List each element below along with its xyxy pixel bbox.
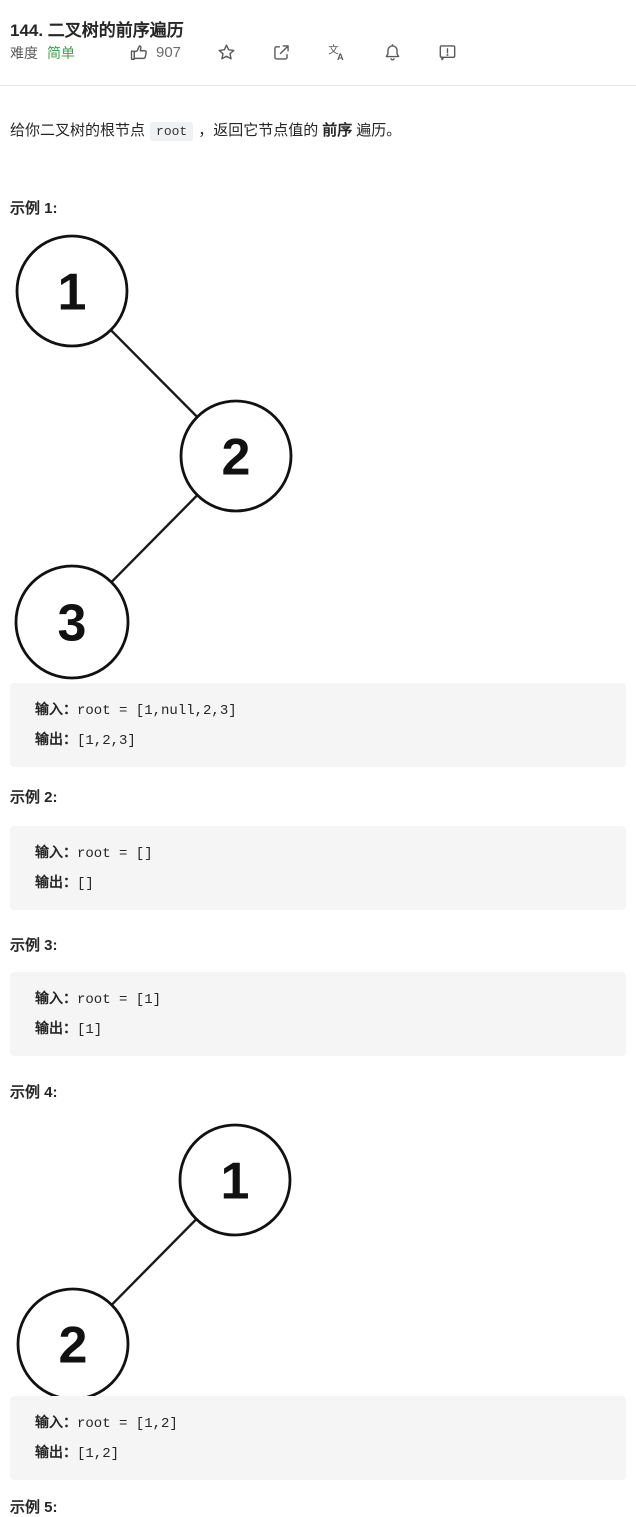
example-5-heading: 示例 5: xyxy=(10,1499,58,1516)
example-4-output-line: 输出：[1,2] xyxy=(35,1438,626,1468)
input-label: 输入： xyxy=(35,990,77,1006)
translate-button[interactable]: 文 A xyxy=(326,40,347,64)
output-value: [1] xyxy=(77,1022,103,1038)
example-3-input-line: 输入：root = [1] xyxy=(35,984,626,1014)
difficulty-badge: 简单 xyxy=(47,45,75,61)
notification-button[interactable] xyxy=(382,40,403,64)
header-divider xyxy=(0,85,636,86)
difficulty-label: 难度 xyxy=(10,45,38,61)
like-button[interactable]: 907 xyxy=(128,40,181,64)
example-3-output-line: 输出：[1] xyxy=(35,1014,626,1044)
input-label: 输入： xyxy=(35,844,77,860)
description-text-2: ，返回它节点值的 xyxy=(198,122,319,139)
output-value: [] xyxy=(77,876,94,892)
feedback-icon xyxy=(437,42,458,63)
output-label: 输出： xyxy=(35,731,77,747)
feedback-button[interactable] xyxy=(437,40,458,64)
svg-text:2: 2 xyxy=(222,429,251,487)
example-1-output-line: 输出：[1,2,3] xyxy=(35,725,626,755)
example-4-io-block: 输入：root = [1,2] 输出：[1,2] xyxy=(10,1396,626,1480)
share-icon xyxy=(271,42,292,63)
favorite-button[interactable] xyxy=(216,40,237,64)
example-2-input-line: 输入：root = [] xyxy=(35,838,626,868)
example-1-heading: 示例 1: xyxy=(10,200,58,217)
output-label: 输出： xyxy=(35,1020,77,1036)
example-4-input-line: 输入：root = [1,2] xyxy=(35,1408,626,1438)
description-bold-term: 前序 xyxy=(322,122,353,139)
share-button[interactable] xyxy=(271,40,292,64)
output-label: 输出： xyxy=(35,874,77,890)
description-text-3: 遍历。 xyxy=(356,122,402,139)
description-text-1: 给你二叉树的根节点 xyxy=(10,122,146,139)
page-title: 144. 二叉树的前序遍历 xyxy=(10,21,184,41)
svg-text:2: 2 xyxy=(59,1317,88,1375)
bell-icon xyxy=(382,42,403,63)
input-value: root = [1,2] xyxy=(77,1416,178,1432)
output-value: [1,2] xyxy=(77,1446,120,1462)
input-value: root = [] xyxy=(77,846,153,862)
example-4-tree-diagram: 12 xyxy=(16,1123,292,1400)
inline-code-root: root xyxy=(150,122,194,141)
svg-text:1: 1 xyxy=(58,264,87,322)
output-value: [1,2,3] xyxy=(77,733,136,749)
svg-text:文: 文 xyxy=(328,42,339,55)
output-label: 输出： xyxy=(35,1444,77,1460)
example-1-input-line: 输入：root = [1,null,2,3] xyxy=(35,695,626,725)
thumbs-up-icon xyxy=(128,42,149,63)
example-2-heading: 示例 2: xyxy=(10,789,58,806)
translate-icon: 文 A xyxy=(326,42,347,63)
example-3-heading: 示例 3: xyxy=(10,937,58,954)
svg-text:A: A xyxy=(337,51,344,61)
input-label: 输入： xyxy=(35,701,77,717)
input-value: root = [1,null,2,3] xyxy=(77,703,237,719)
star-icon xyxy=(216,42,237,63)
example-4-heading: 示例 4: xyxy=(10,1084,58,1101)
example-2-io-block: 输入：root = [] 输出：[] xyxy=(10,826,626,910)
input-value: root = [1] xyxy=(77,992,162,1008)
example-1-tree-diagram: 1 2 3 xyxy=(14,234,293,680)
example-3-io-block: 输入：root = [1] 输出：[1] xyxy=(10,972,626,1056)
toolbar: 难度 简单 907 文 A xyxy=(0,38,636,66)
svg-text:1: 1 xyxy=(221,1153,250,1211)
example-1-io-block: 输入：root = [1,null,2,3] 输出：[1,2,3] xyxy=(10,683,626,767)
input-label: 输入： xyxy=(35,1414,77,1430)
example-2-output-line: 输出：[] xyxy=(35,868,626,898)
svg-text:3: 3 xyxy=(58,595,87,653)
like-count: 907 xyxy=(156,43,182,61)
